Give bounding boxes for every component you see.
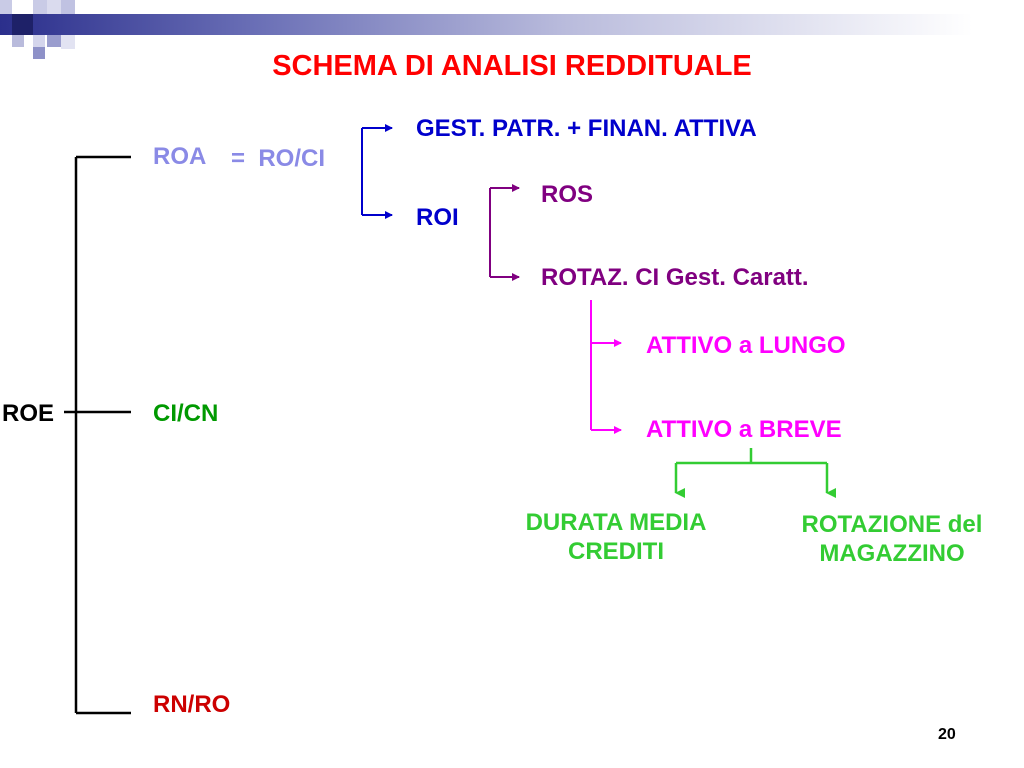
corner-square-decoration	[61, 0, 75, 14]
roe-bracket	[64, 155, 131, 715]
corner-square-decoration	[0, 0, 12, 14]
corner-square-decoration	[47, 35, 61, 47]
rotaz-bracket	[590, 300, 622, 434]
durata-media-crediti-label: DURATA MEDIA CREDITI	[496, 508, 736, 566]
roa-formula-label: = RO/CI	[231, 145, 326, 172]
corner-square-decoration	[12, 14, 33, 35]
corner-square-decoration	[12, 35, 24, 47]
corner-square-decoration	[33, 47, 45, 59]
header-gradient-bar	[0, 14, 1024, 35]
roi-bracket	[489, 184, 520, 281]
roi-label: ROI	[416, 204, 459, 231]
rotazione-magazzino-label: ROTAZIONE del MAGAZZINO	[772, 510, 1012, 568]
rotazione-line-2: MAGAZZINO	[819, 540, 965, 567]
corner-square-decoration	[33, 35, 45, 47]
rotaz-label: ROTAZ. CI Gest. Caratt.	[541, 264, 809, 291]
roa-label: ROA	[153, 143, 207, 170]
attivo-lungo-label: ATTIVO a LUNGO	[646, 332, 846, 359]
durata-line-2: CREDITI	[568, 538, 664, 565]
gest-patr-label: GEST. PATR. + FINAN. ATTIVA	[416, 115, 757, 142]
durata-line-1: DURATA MEDIA	[525, 509, 707, 536]
attivo-breve-split	[674, 448, 836, 498]
roa-bracket	[361, 124, 393, 219]
corner-square-decoration	[61, 35, 75, 49]
attivo-breve-label: ATTIVO a BREVE	[646, 416, 842, 443]
ci-cn-label: CI/CN	[153, 400, 219, 427]
page-number: 20	[938, 726, 956, 743]
corner-square-decoration	[33, 0, 47, 14]
rotazione-line-1: ROTAZIONE del	[801, 511, 983, 538]
ros-label: ROS	[541, 181, 594, 208]
rn-ro-label: RN/RO	[153, 691, 231, 718]
slide-title: SCHEMA DI ANALISI REDDITUALE	[272, 50, 752, 82]
corner-square-decoration	[47, 0, 61, 14]
roe-label: ROE	[2, 400, 55, 427]
